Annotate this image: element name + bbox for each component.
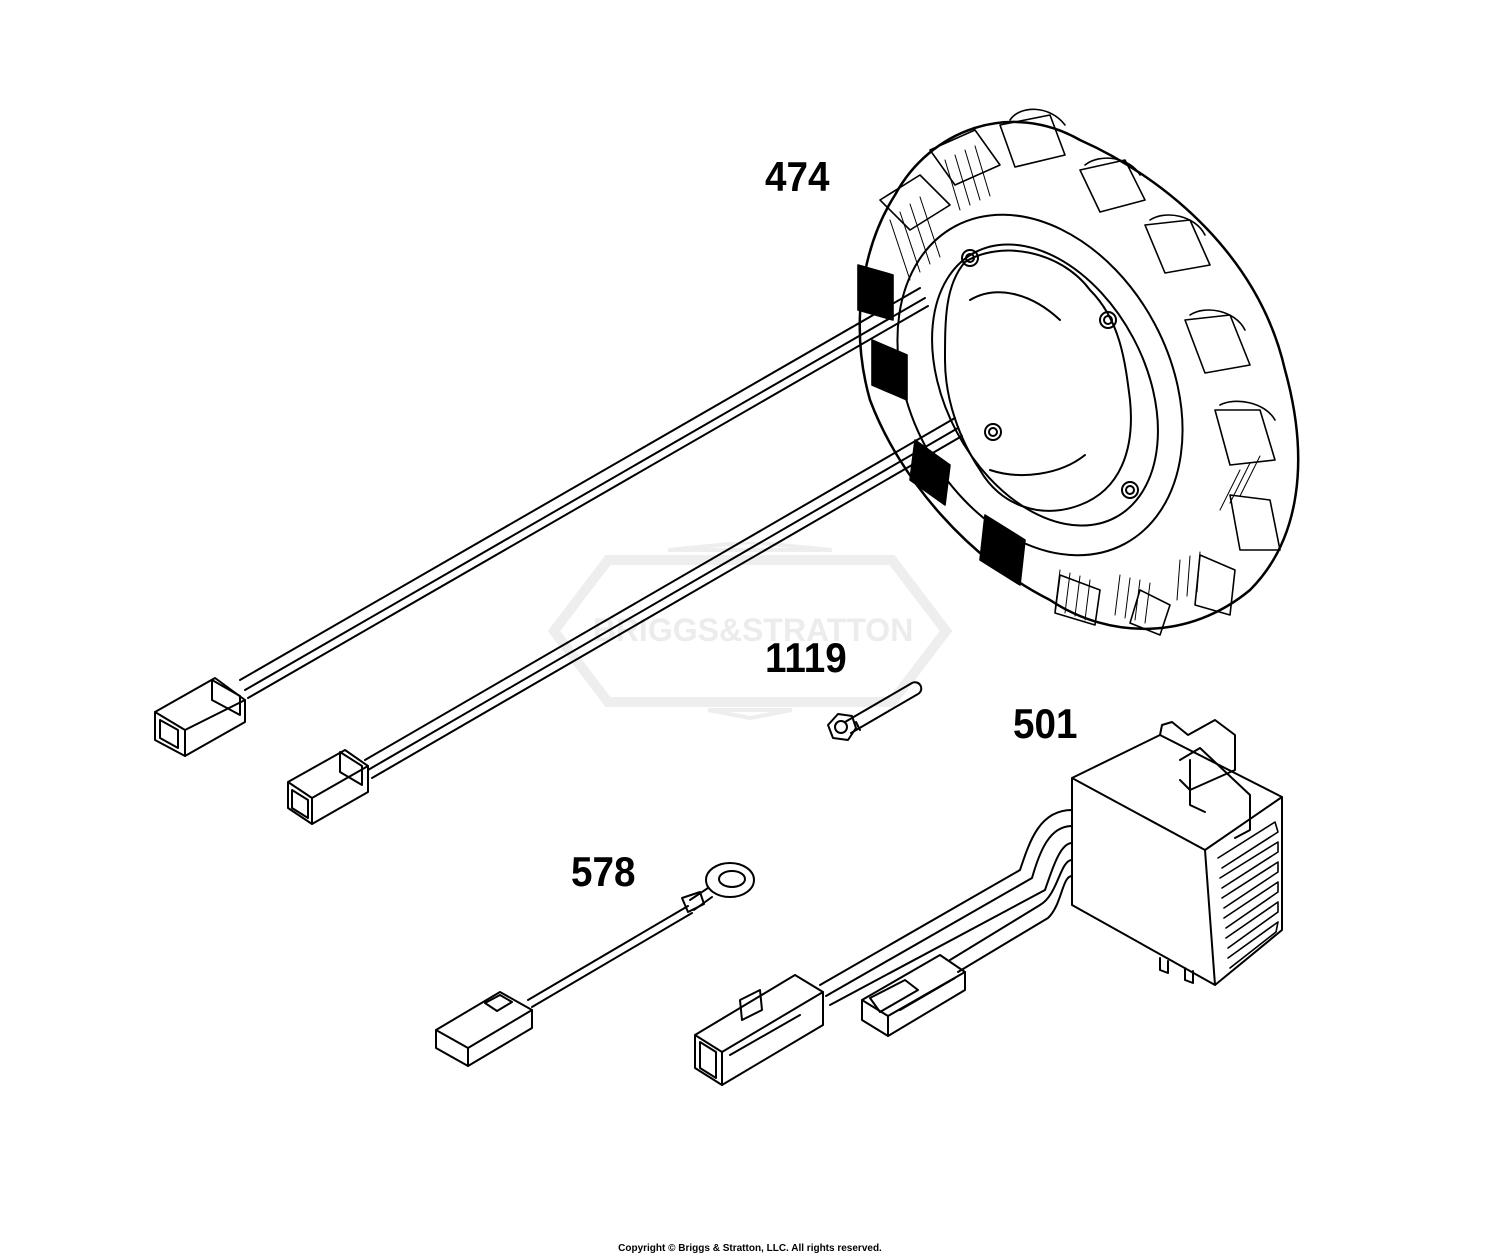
- copyright-notice: Copyright © Briggs & Stratton, LLC. All …: [618, 1243, 882, 1254]
- regulator-fins: [1217, 821, 1279, 969]
- regulator-501: [694, 719, 1283, 1086]
- stator-outer-outline: [858, 120, 1300, 630]
- stator-hole: [1099, 311, 1117, 329]
- stator-hole: [961, 249, 979, 267]
- regulator-connector-secondary: [861, 954, 966, 1037]
- stator-lead-upper: [154, 287, 929, 757]
- stator-center-opening: [944, 249, 1132, 512]
- ground-connector: [435, 991, 533, 1067]
- regulator-connector-main: [694, 974, 824, 1086]
- connector-upper: [154, 677, 246, 757]
- stator-474: [857, 108, 1300, 636]
- ring-terminal: [705, 862, 755, 898]
- stator-hole: [984, 423, 1002, 441]
- callout-474: 474: [765, 153, 830, 200]
- stator-hole: [1121, 481, 1139, 499]
- callout-578: 578: [571, 848, 636, 895]
- stator-coils: [857, 108, 1281, 636]
- screw-head: [827, 713, 857, 741]
- connector-lower: [287, 749, 369, 825]
- brand-watermark-logo: [548, 542, 952, 720]
- screw-1119: [827, 681, 923, 741]
- callout-501: 501: [1013, 700, 1078, 747]
- ground-wire-578: [435, 862, 755, 1067]
- callout-1119: 1119: [765, 634, 847, 681]
- stator-lead-lower: [287, 417, 963, 825]
